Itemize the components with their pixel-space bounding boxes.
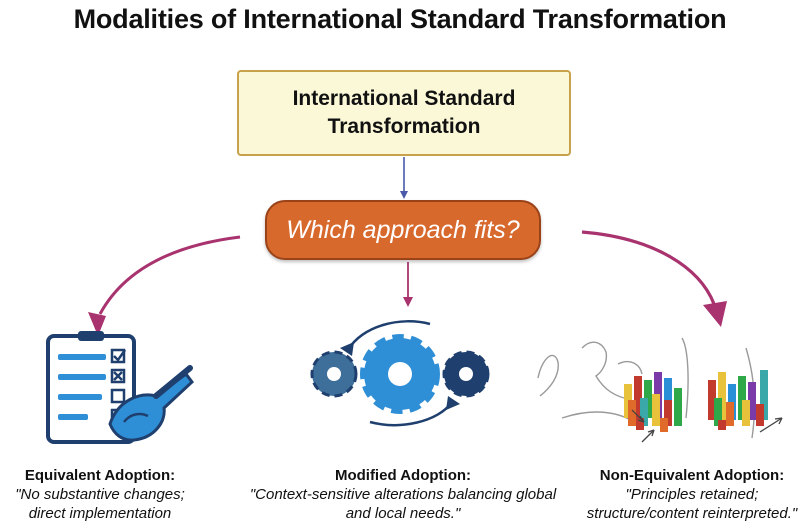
option-description-non-equivalent: "Principles retained; structure/content … <box>586 486 798 522</box>
arrow-head-right <box>703 301 727 327</box>
option-caption-3: Non-Equivalent Adoption: "Principles ret… <box>584 466 800 523</box>
root-node-label: International Standard Transformation <box>292 87 516 138</box>
restructure-sketch-icon <box>537 337 783 443</box>
option-description-equivalent: "No substantive changes; direct implemen… <box>15 486 185 522</box>
decision-node: Which approach fits? <box>265 200 541 260</box>
option-heading-modified: Modified Adoption: <box>334 467 472 484</box>
diagram-title: Modalities of International Standard Tra… <box>73 4 727 34</box>
arrow-head-left <box>88 312 106 336</box>
root-node: International Standard Transformation <box>237 70 571 156</box>
option-caption-2: Modified Adoption: "Context-sensitive al… <box>246 466 560 523</box>
arrow-to-equivalent <box>98 235 241 315</box>
option-icon-3 <box>532 318 794 456</box>
option-icon-2 <box>300 318 500 428</box>
option-heading-equivalent: Equivalent Adoption: <box>24 467 176 484</box>
option-icon-1 <box>40 330 200 450</box>
option-heading-non-equivalent: Non-Equivalent Adoption: <box>599 467 785 484</box>
checklist-icon <box>46 331 195 444</box>
gears-cycle-icon <box>310 320 490 427</box>
option-caption-1: Equivalent Adoption: "No substantive cha… <box>0 466 200 523</box>
decision-node-label: Which approach fits? <box>286 215 520 244</box>
arrow-to-non-equivalent <box>581 230 716 305</box>
option-description-modified: "Context-sensitive alterations balancing… <box>249 486 557 522</box>
